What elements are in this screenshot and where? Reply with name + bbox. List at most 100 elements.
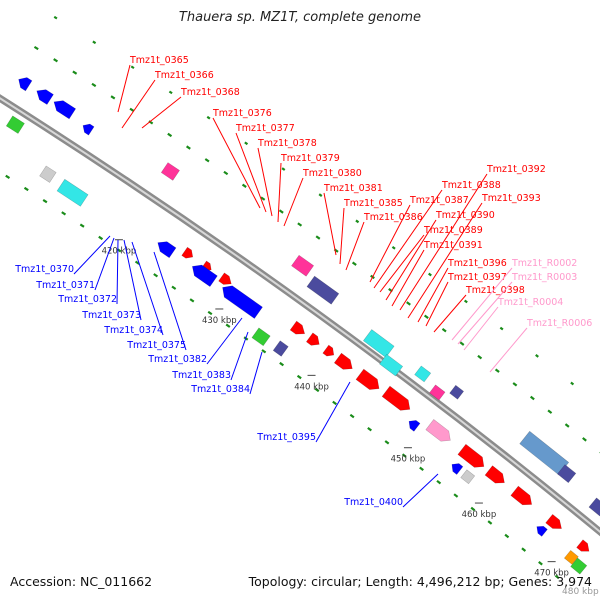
rna-label-2: Tmz1t_R0004 — [497, 297, 563, 308]
gc-tick — [5, 174, 11, 179]
upper-gene-label-20: Tmz1t_0398 — [465, 285, 525, 296]
lower-gene-label-4-leader — [131, 241, 164, 336]
feature-box — [39, 165, 57, 183]
reverse-cds-arrow — [222, 285, 263, 319]
forward-cds-arrow — [381, 385, 411, 411]
upper-gene-label-19-leader — [425, 281, 449, 327]
upper-gene-label-3: Tmz1t_0376 — [212, 108, 272, 119]
upper-gene-label-16: Tmz1t_0392 — [486, 164, 546, 175]
gc-tick — [349, 413, 355, 419]
forward-cds-arrow — [218, 272, 232, 285]
gc-tick — [529, 395, 535, 401]
annotated-cds-box — [306, 275, 340, 305]
reverse-cds-arrow — [36, 89, 54, 105]
gc-tick — [206, 115, 211, 120]
reverse-cds-arrow — [18, 77, 33, 92]
genome-summary: Topology: circular; Length: 4,496,212 bp… — [248, 574, 592, 589]
annotated-cds-box — [449, 384, 464, 400]
gc-tick — [470, 506, 476, 512]
forward-cds-arrow — [510, 485, 533, 506]
forward-cds-arrow — [545, 513, 562, 529]
annotated-cds-box — [570, 557, 588, 575]
upper-gene-label-13: Tmz1t_0389 — [423, 225, 483, 236]
gc-tick — [487, 520, 493, 525]
lower-gene-label-10: Tmz1t_0400 — [343, 497, 403, 508]
upper-gene-label-12: Tmz1t_0388 — [441, 180, 501, 191]
gc-tick — [79, 223, 85, 228]
annotated-cds-box — [557, 464, 577, 484]
gc-tick — [296, 374, 302, 380]
annotated-cds-box — [5, 115, 25, 134]
feature-box — [588, 497, 600, 517]
feature-arrow — [18, 77, 33, 92]
upper-gene-label-4-leader — [235, 132, 267, 213]
feature-arrow — [355, 368, 380, 390]
upper-gene-label-0: Tmz1t_0365 — [129, 55, 189, 66]
gc-tick — [504, 533, 510, 539]
feature-arrow — [408, 420, 421, 432]
upper-gene-label-9: Tmz1t_0385 — [343, 198, 403, 209]
upper-gene-label-14: Tmz1t_0390 — [435, 210, 495, 221]
lower-gene-label-4: Tmz1t_0374 — [103, 325, 163, 336]
feature-arrow — [333, 352, 353, 370]
feature-arrow — [181, 246, 194, 259]
lower-gene-label-0-leader — [73, 235, 111, 275]
map-title: Thauera sp. MZ1T, complete genome — [178, 10, 422, 25]
gc-tick — [42, 199, 48, 204]
upper-gene-label-11-leader — [369, 204, 411, 283]
annotated-cds-box — [272, 340, 289, 357]
gc-tick — [72, 70, 78, 75]
annotated-cds-box — [160, 162, 180, 181]
annotated-cds-box — [429, 384, 446, 401]
feature-box — [362, 329, 395, 358]
gc-tick — [92, 40, 97, 45]
feature-arrow — [192, 264, 218, 287]
annotated-cds-box — [251, 327, 271, 347]
reverse-cds-arrow — [82, 123, 95, 136]
feature-arrow — [451, 463, 464, 475]
feature-arrow — [545, 513, 562, 529]
gc-tick — [244, 141, 249, 146]
gc-tick — [406, 301, 411, 306]
scale-label-4: 460 kbp — [462, 510, 497, 520]
annotated-cds-box — [362, 329, 395, 358]
gc-tick — [189, 298, 195, 303]
rna-label-3: Tmz1t_R0006 — [526, 318, 592, 329]
gc-tick — [297, 222, 303, 227]
upper-gene-label-6: Tmz1t_0379 — [280, 153, 340, 164]
gc-tick — [512, 382, 518, 387]
upper-gene-label-1-leader — [121, 79, 156, 129]
forward-cds-arrow — [425, 419, 451, 442]
rna-label-1-leader — [457, 281, 513, 345]
feature-arrow — [425, 419, 451, 442]
feature-box — [56, 178, 89, 207]
feature-arrow — [36, 89, 54, 105]
feature-arrow — [305, 332, 320, 346]
upper-gene-label-9-leader — [339, 207, 345, 265]
reverse-cds-arrow — [536, 526, 548, 537]
feature-arrow — [289, 320, 306, 335]
upper-gene-label-20-leader — [433, 294, 467, 333]
upper-gene-label-16-leader — [399, 173, 488, 311]
cds-layer — [5, 77, 600, 575]
forward-cds-arrow — [305, 332, 320, 346]
upper-gene-label-15: Tmz1t_0391 — [423, 240, 483, 251]
upper-gene-label-14-leader — [385, 219, 437, 301]
annotated-cds-box — [460, 469, 476, 485]
feature-arrow — [536, 526, 548, 537]
scale-label-2: 440 kbp — [294, 382, 329, 392]
gc-tick — [185, 145, 191, 150]
lower-gene-label-9-leader — [315, 381, 351, 443]
gc-tick — [53, 58, 59, 63]
cut-scale-label: 480 kbp — [562, 587, 599, 597]
gc-tick — [61, 211, 67, 216]
lower-gene-label-7: Tmz1t_0383 — [171, 370, 231, 381]
annotated-cds-box — [56, 178, 89, 207]
feature-box — [306, 275, 340, 305]
feature-box — [460, 469, 476, 485]
gc-tick — [279, 361, 285, 367]
lower-gene-label-5-leader — [153, 251, 187, 351]
upper-gene-label-5-leader — [257, 147, 273, 217]
